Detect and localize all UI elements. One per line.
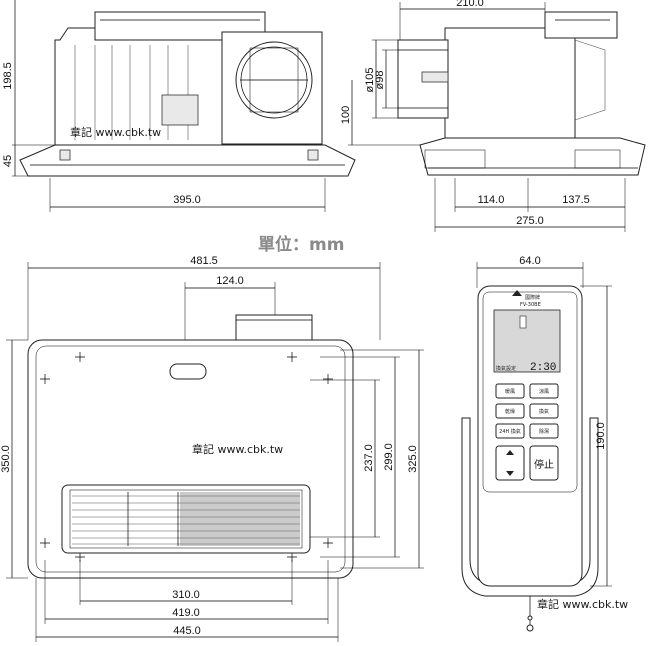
remote-button[interactable] [495,383,525,399]
dim-325: 325.0 [407,445,419,473]
remote-display-label: 換氣設定 [496,365,516,372]
dim-310: 310.0 [172,589,200,601]
remote-display [493,309,561,373]
remote-stop-button[interactable] [529,445,559,481]
remote-brand: 國際牌 [525,294,540,301]
remote-buttons[interactable]: 暖風 涼風 乾燥 換氣 24H 換氣 除濕 停止 [495,383,559,481]
dim-445: 445.0 [173,625,201,637]
dim-45: 45 [2,155,14,167]
dim-124: 124.0 [216,275,244,287]
unit-label: 單位：mm [258,234,344,255]
dim-237: 237.0 [363,444,375,472]
dim-395: 395.0 [173,194,201,206]
dim-114: 114.0 [478,194,505,206]
svg-text:換氣: 換氣 [539,408,549,415]
dim-dia-105: ø105 [364,67,376,92]
svg-text:除濕: 除濕 [539,428,549,435]
svg-text:24H 換氣: 24H 換氣 [499,428,521,435]
remote-button[interactable] [529,423,559,439]
side-view: 210.0 ø105 ø98 100 [340,0,646,232]
remote-arrow-buttons[interactable] [495,445,525,481]
svg-text:乾燥: 乾燥 [505,408,515,415]
dim-481-5: 481.5 [190,255,218,267]
dim-64: 64.0 [519,255,540,267]
watermark-top: 章記 www.cbk.tw [192,442,283,456]
dim-190: 190.0 [595,422,607,450]
remote-time: 2:30 [530,362,556,374]
watermark-front: 章記 www.cbk.tw [70,125,161,139]
watermark-remote: 章記 www.cbk.tw [537,597,628,611]
dim-100: 100 [340,106,352,124]
remote-button[interactable] [529,403,559,419]
dim-198-5: 198.5 [2,62,14,90]
remote-view: 64.0 國際牌 FV-30BE 2:30 換氣設定 暖風 涼風 乾燥 換氣 2… [461,255,628,632]
svg-text:涼風: 涼風 [539,388,549,395]
dim-419: 419.0 [172,607,200,619]
dim-275: 275.0 [516,215,544,227]
svg-text:停止: 停止 [534,458,554,471]
dim-299: 299.0 [383,443,395,471]
svg-text:暖風: 暖風 [505,388,515,395]
dim-137-5: 137.5 [562,194,590,206]
remote-button[interactable] [529,383,559,399]
dim-210: 210.0 [456,0,484,9]
front-view: 198.5 45 395.0 章記 www.cbk.tw [2,0,356,212]
top-view: 481.5 124.0 [0,255,424,642]
dim-350: 350.0 [0,445,12,473]
dim-dia-98: ø98 [374,71,386,90]
remote-model: FV-30BE [520,302,541,308]
remote-button[interactable] [495,403,525,419]
remote-button[interactable] [495,423,525,439]
